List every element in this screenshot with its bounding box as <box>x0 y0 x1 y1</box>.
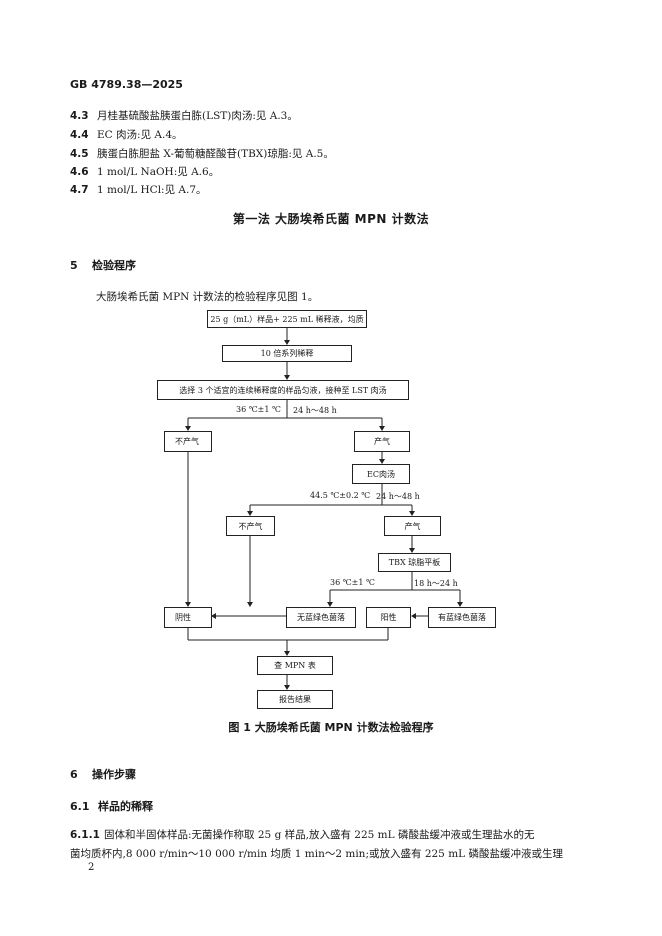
flow-colony-box: 有蓝绿色菌落 <box>428 607 496 628</box>
cond-time-1: 24 h～48 h <box>293 406 337 415</box>
flow-tbx-box: TBX 琼脂平板 <box>378 553 451 572</box>
cond-temp-3: 36 ℃±1 ℃ <box>330 578 375 587</box>
flow-gas-box-2: 产气 <box>384 516 441 536</box>
standard-header: GB 4789.38—2025 <box>70 78 183 91</box>
paragraph-line: 菌均质杯内,8 000 r/min～10 000 r/min 均质 1 min～… <box>70 848 563 860</box>
cond-time-2: 24 h～48 h <box>376 492 420 501</box>
flow-positive-box: 阳性 <box>366 607 411 628</box>
flow-report-box: 报告结果 <box>257 690 333 709</box>
cond-temp-2: 44.5 ℃±0.2 ℃ <box>310 491 371 500</box>
flow-lst-box: 选择 3 个适宜的连续稀释度的样品匀液，接种至 LST 肉汤 <box>157 380 409 400</box>
flow-mpn-box: 查 MPN 表 <box>257 656 333 675</box>
method-title: 第一法 大肠埃希氏菌 MPN 计数法 <box>232 212 430 226</box>
flow-sample-box: 25 g（mL）样品+ 225 mL 稀释液，均质 <box>207 310 367 328</box>
flow-ec-box: EC肉汤 <box>352 464 410 484</box>
flow-no-gas-box: 不产气 <box>164 431 212 452</box>
intro-paragraph: 大肠埃希氏菌 MPN 计数法的检验程序见图 1。 <box>96 291 319 303</box>
flow-dilution-box: 10 倍系列稀释 <box>222 345 352 362</box>
cond-time-3: 18 h～24 h <box>414 579 458 588</box>
cond-temp-1: 36 ℃±1 ℃ <box>236 405 281 414</box>
flow-gas-box: 产气 <box>354 431 410 452</box>
flow-no-colony-box: 无蓝绿色菌落 <box>286 607 356 628</box>
flow-no-gas-box-2: 不产气 <box>226 516 275 536</box>
flow-negative-box: 阴性 <box>164 607 212 628</box>
page-number: 2 <box>88 862 95 873</box>
figure-caption: 图 1 大肠埃希氏菌 MPN 计数法检验程序 <box>228 721 434 734</box>
